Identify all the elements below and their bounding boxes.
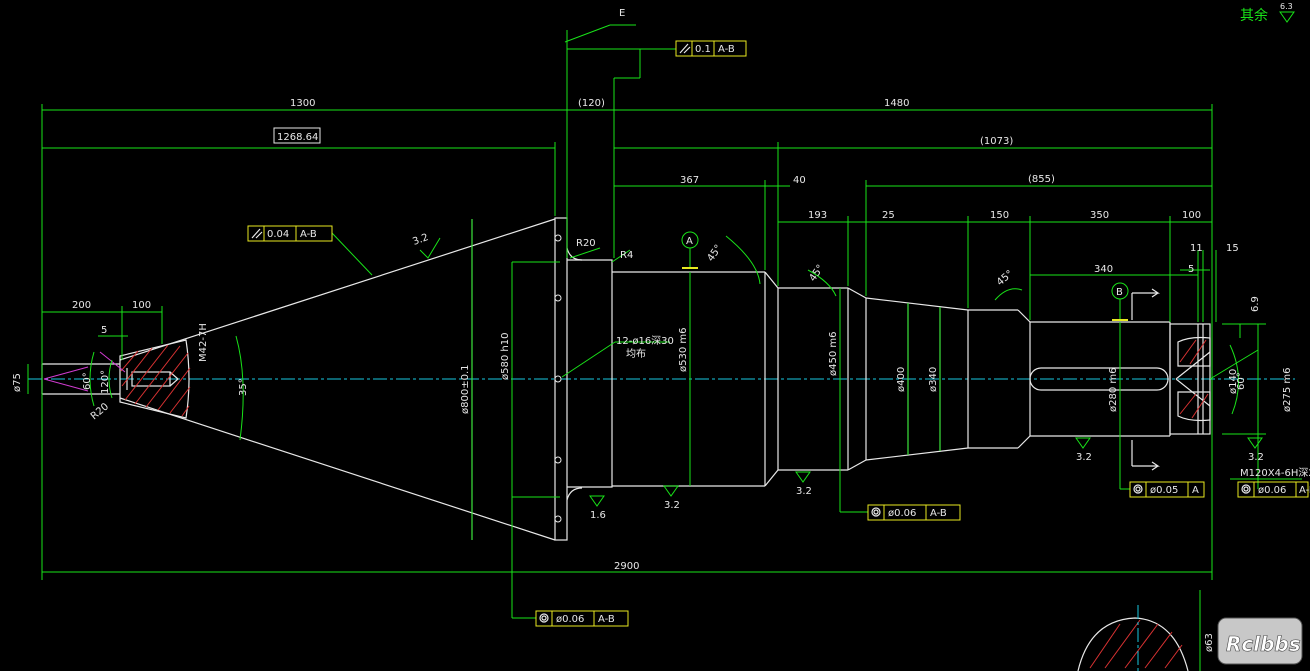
dim-367: 367 (680, 175, 699, 186)
finish-3-2-d: 3.2 (1248, 452, 1264, 463)
section-hatch-right (1177, 336, 1211, 422)
roughness-value: 6.3 (1280, 2, 1293, 11)
dim-120: (120) (578, 98, 605, 109)
roughness-label: 其余 (1240, 7, 1268, 24)
fcf-right-2: ø0.06 A-B (1237, 481, 1310, 498)
watermark-logo: Rclbbs (1217, 617, 1303, 665)
dim-6-9: 6.9 (1250, 296, 1261, 312)
finish-1-6: 1.6 (590, 510, 606, 521)
dim-5-right: 5 (1188, 264, 1194, 275)
detail-section (1077, 590, 1201, 671)
dim-100-left: 100 (132, 300, 151, 311)
watermark-text: Rclbbs (1226, 632, 1301, 656)
dim-2900: 2900 (614, 561, 639, 572)
dimension-lines (27, 24, 1302, 619)
dim-25: 25 (882, 210, 895, 221)
dia-580: ø580 h10 (500, 333, 511, 380)
dia-63: ø63 (1204, 633, 1215, 652)
dim-340: 340 (1094, 264, 1113, 275)
fcf-mid: ø0.06 A-B (867, 504, 961, 521)
finish-3-2-c: 3.2 (1076, 452, 1092, 463)
datum-b-label: B (1116, 287, 1123, 298)
fcf-left-tol: 0.04 (267, 229, 289, 240)
fcf-bottom-datum: A-B (598, 614, 615, 625)
dim-150: 150 (990, 210, 1009, 221)
dim-40: 40 (793, 175, 806, 186)
roughness-note: 其余 6.3 (1240, 2, 1295, 24)
angle-35: 35° (238, 378, 249, 396)
fcf-right-1-datum: A (1192, 485, 1199, 496)
drill-point (43, 351, 126, 392)
angle-60-left: 60° (82, 372, 93, 390)
dim-5-left: 5 (101, 325, 107, 336)
dia-140: ø140 (1228, 369, 1239, 394)
fcf-mid-tol: ø0.06 (888, 508, 916, 519)
radius-r20-flange: R20 (576, 238, 596, 249)
thread-m42: M42-7H (198, 323, 209, 362)
fcf-top: 0.1 A-B (675, 40, 747, 57)
dimension-texts: 1300 (120) 1480 1268.64 (1073) 367 40 (8… (12, 98, 1310, 652)
holes-note-sub: 均布 (626, 348, 646, 360)
fcf-bottom-tol: ø0.06 (556, 614, 584, 625)
dia-450: ø450 m6 (828, 332, 839, 377)
angle-120: 120° (100, 370, 111, 394)
fcf-right-2-datum: A-B (1299, 485, 1310, 496)
finish-3-2-a: 3.2 (664, 500, 680, 511)
surface-finish-marks: 3.2 1.6 3.2 3.2 3.2 3.2 (411, 232, 1264, 521)
dim-1300: 1300 (290, 98, 315, 109)
dia-275: ø275 m6 (1282, 368, 1293, 413)
datum-flags: A B E (619, 8, 1129, 321)
fcf-top-tol: 0.1 (695, 44, 711, 55)
finish-3-2-b: 3.2 (796, 486, 812, 497)
dia-800: ø800±0.1 (460, 365, 471, 415)
fcf-left-datum: A-B (300, 229, 317, 240)
datum-a-label: A (686, 236, 693, 247)
holes-note: 12-ø16深30 (616, 335, 674, 347)
dim-350: 350 (1090, 210, 1109, 221)
section-hatch-left (119, 339, 191, 419)
finish-3-2-cone: 3.2 (411, 232, 430, 248)
fcf-bottom: ø0.06 A-B (535, 610, 629, 627)
dim-100-right: 100 (1182, 210, 1201, 221)
dim-193: 193 (808, 210, 827, 221)
thread-m120: M120X4-6H深2 (1240, 467, 1310, 479)
fcf-mid-datum: A-B (930, 508, 947, 519)
flange-holes (554, 234, 562, 523)
dia-280: ø280 m6 (1108, 368, 1119, 413)
dim-200: 200 (72, 300, 91, 311)
angle-45-c: 45° (995, 268, 1016, 288)
dim-1268: 1268.64 (277, 132, 318, 143)
fcf-right-1: ø0.05 A (1129, 481, 1205, 498)
section-marker-e: E (619, 8, 625, 19)
radius-r4: R4 (620, 250, 633, 261)
dia-400: ø400 (896, 367, 907, 392)
dim-855: (855) (1028, 174, 1055, 185)
angle-60-right: 60° (1236, 372, 1247, 390)
fcf-left: 0.04 A-B (247, 225, 333, 242)
dia-530: ø530 m6 (678, 328, 689, 373)
dim-1480: 1480 (884, 98, 909, 109)
dim-15: 15 (1226, 243, 1239, 254)
dim-1073: (1073) (980, 136, 1013, 147)
dim-11: 11 (1190, 243, 1203, 254)
angle-45-a: 45° (705, 243, 724, 264)
fcf-top-datum: A-B (718, 44, 735, 55)
fcf-right-1-tol: ø0.05 (1150, 485, 1178, 496)
dia-75: ø75 (12, 373, 23, 392)
fcf-right-2-tol: ø0.06 (1258, 485, 1286, 496)
radius-r20-end: R20 (89, 401, 111, 422)
dia-340: ø340 (928, 367, 939, 392)
